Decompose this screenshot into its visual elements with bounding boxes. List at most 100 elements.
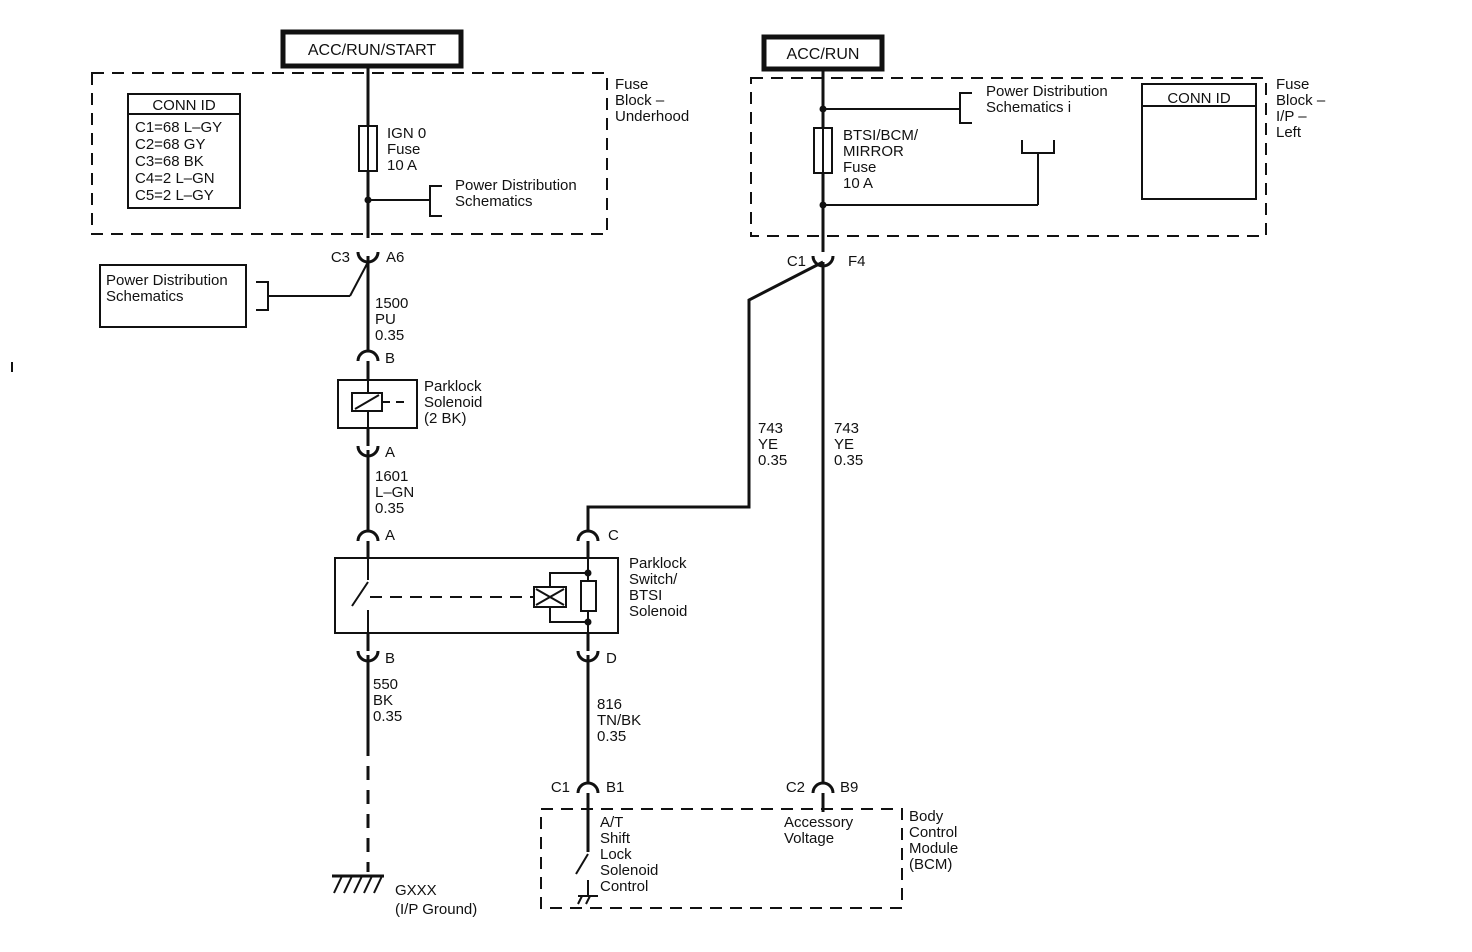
svg-text:PU: PU — [375, 311, 396, 328]
svg-text:Accessory: Accessory — [784, 814, 854, 831]
svg-text:CONN ID: CONN ID — [1167, 90, 1231, 107]
wire-1601-label: 1601 L–GN 0.35 — [375, 468, 414, 517]
power-source-acc-run: ACC/RUN — [761, 34, 885, 72]
svg-text:BTSI/BCM/: BTSI/BCM/ — [843, 127, 919, 144]
svg-text:Control: Control — [909, 824, 957, 841]
svg-text:10 A: 10 A — [843, 175, 873, 192]
svg-text:Block –: Block – — [615, 92, 665, 109]
svg-text:743: 743 — [758, 420, 783, 437]
svg-text:MIRROR: MIRROR — [843, 143, 904, 160]
power-ref-underhood: Power Distribution Schematics — [364, 177, 577, 217]
svg-text:Control: Control — [600, 878, 648, 895]
connector-c1-f4: C1 F4 — [787, 253, 866, 270]
wire-550-label: 550 BK 0.35 — [373, 676, 402, 725]
svg-text:743: 743 — [834, 420, 859, 437]
svg-text:C2: C2 — [786, 779, 805, 796]
svg-text:Power Distribution: Power Distribution — [106, 272, 228, 289]
svg-text:CONN ID: CONN ID — [152, 97, 216, 114]
svg-text:A: A — [385, 444, 395, 461]
parklock-switch-btsi-solenoid: A C Parklock Switch/ BTSI Solenoid B D — [334, 527, 687, 667]
svg-text:C1: C1 — [551, 779, 570, 796]
svg-text:Solenoid: Solenoid — [629, 603, 687, 620]
svg-text:BTSI: BTSI — [629, 587, 662, 604]
svg-text:ACC/RUN/START: ACC/RUN/START — [308, 42, 437, 59]
fuse-block-ip-left: Fuse Block – I/P – Left — [750, 76, 1326, 237]
wire-743-left-label: 743 YE 0.35 — [758, 420, 787, 469]
svg-text:Module: Module — [909, 840, 958, 857]
svg-text:(I/P Ground): (I/P Ground) — [395, 901, 477, 918]
svg-text:Power Distribution: Power Distribution — [986, 83, 1108, 100]
connector-c1-b1: C1 B1 A/T Shift Lock Solenoid Control — [551, 779, 658, 905]
svg-text:Left: Left — [1276, 124, 1302, 141]
svg-text:B: B — [385, 350, 395, 367]
svg-text:C4=2 L–GN: C4=2 L–GN — [135, 170, 215, 187]
svg-text:0.35: 0.35 — [375, 327, 404, 344]
svg-text:Voltage: Voltage — [784, 830, 834, 847]
svg-text:Fuse: Fuse — [387, 141, 420, 158]
svg-text:Parklock: Parklock — [629, 555, 687, 572]
svg-text:B: B — [385, 650, 395, 667]
svg-text:10 A: 10 A — [387, 157, 417, 174]
svg-text:F4: F4 — [848, 253, 866, 270]
wire-743-right-label: 743 YE 0.35 — [834, 420, 863, 469]
svg-text:B1: B1 — [606, 779, 624, 796]
svg-text:D: D — [606, 650, 617, 667]
svg-text:816: 816 — [597, 696, 622, 713]
svg-text:BK: BK — [373, 692, 393, 709]
connector-c2-b9: C2 B9 Accessory Voltage — [784, 779, 858, 847]
svg-text:Shift: Shift — [600, 830, 631, 847]
power-ref-ip: Power Distribution Schematics i — [819, 83, 1108, 209]
svg-text:Switch/: Switch/ — [629, 571, 678, 588]
svg-text:Fuse: Fuse — [615, 76, 648, 93]
svg-text:Fuse: Fuse — [843, 159, 876, 176]
svg-text:1601: 1601 — [375, 468, 408, 485]
ground-gxxx: GXXX (I/P Ground) — [332, 874, 477, 918]
wire-816-label: 816 TN/BK 0.35 — [597, 696, 641, 745]
svg-text:A: A — [385, 527, 395, 544]
svg-text:Lock: Lock — [600, 846, 632, 863]
svg-text:0.35: 0.35 — [597, 728, 626, 745]
svg-text:Schematics i: Schematics i — [986, 99, 1071, 116]
wire-743-to-switch — [586, 260, 824, 530]
svg-text:YE: YE — [834, 436, 854, 453]
svg-text:Solenoid: Solenoid — [424, 394, 482, 411]
svg-text:0.35: 0.35 — [758, 452, 787, 469]
svg-text:Schematics: Schematics — [455, 193, 533, 210]
svg-text:Block –: Block – — [1276, 92, 1326, 109]
svg-text:B9: B9 — [840, 779, 858, 796]
svg-text:Parklock: Parklock — [424, 378, 482, 395]
svg-text:Power Distribution: Power Distribution — [455, 177, 577, 194]
conn-id-table-underhood: CONN ID C1=68 L–GY C2=68 GY C3=68 BK C4=… — [127, 93, 241, 209]
svg-text:L–GN: L–GN — [375, 484, 414, 501]
svg-text:C3=68 BK: C3=68 BK — [135, 153, 204, 170]
svg-text:YE: YE — [758, 436, 778, 453]
svg-text:0.35: 0.35 — [375, 500, 404, 517]
svg-text:Underhood: Underhood — [615, 108, 689, 125]
parklock-solenoid: B Parklock Solenoid (2 BK) A — [337, 349, 482, 461]
power-source-acc-run-start: ACC/RUN/START — [280, 29, 464, 69]
fuse-block-underhood: Fuse Block – Underhood — [91, 72, 689, 235]
wire-1500-label: 1500 PU 0.35 — [375, 295, 408, 344]
svg-text:C3: C3 — [331, 249, 350, 266]
conn-id-table-ip: CONN ID — [1141, 83, 1257, 200]
svg-text:0.35: 0.35 — [373, 708, 402, 725]
svg-text:Fuse: Fuse — [1276, 76, 1309, 93]
svg-text:550: 550 — [373, 676, 398, 693]
svg-text:C1=68 L–GY: C1=68 L–GY — [135, 119, 222, 136]
svg-text:A6: A6 — [386, 249, 404, 266]
svg-text:Schematics: Schematics — [106, 288, 184, 305]
svg-text:0.35: 0.35 — [834, 452, 863, 469]
svg-text:TN/BK: TN/BK — [597, 712, 641, 729]
fuse-ign0: IGN 0 Fuse 10 A — [358, 125, 426, 174]
svg-text:I/P –: I/P – — [1276, 108, 1307, 125]
connector-c3-a6: C3 A6 — [331, 249, 405, 266]
svg-text:IGN 0: IGN 0 — [387, 125, 426, 142]
svg-text:C2=68 GY: C2=68 GY — [135, 136, 205, 153]
svg-text:C1: C1 — [787, 253, 806, 270]
svg-text:Solenoid: Solenoid — [600, 862, 658, 879]
svg-text:ACC/RUN: ACC/RUN — [787, 46, 860, 63]
svg-text:C5=2 L–GY: C5=2 L–GY — [135, 187, 214, 204]
svg-text:1500: 1500 — [375, 295, 408, 312]
svg-text:A/T: A/T — [600, 814, 623, 831]
